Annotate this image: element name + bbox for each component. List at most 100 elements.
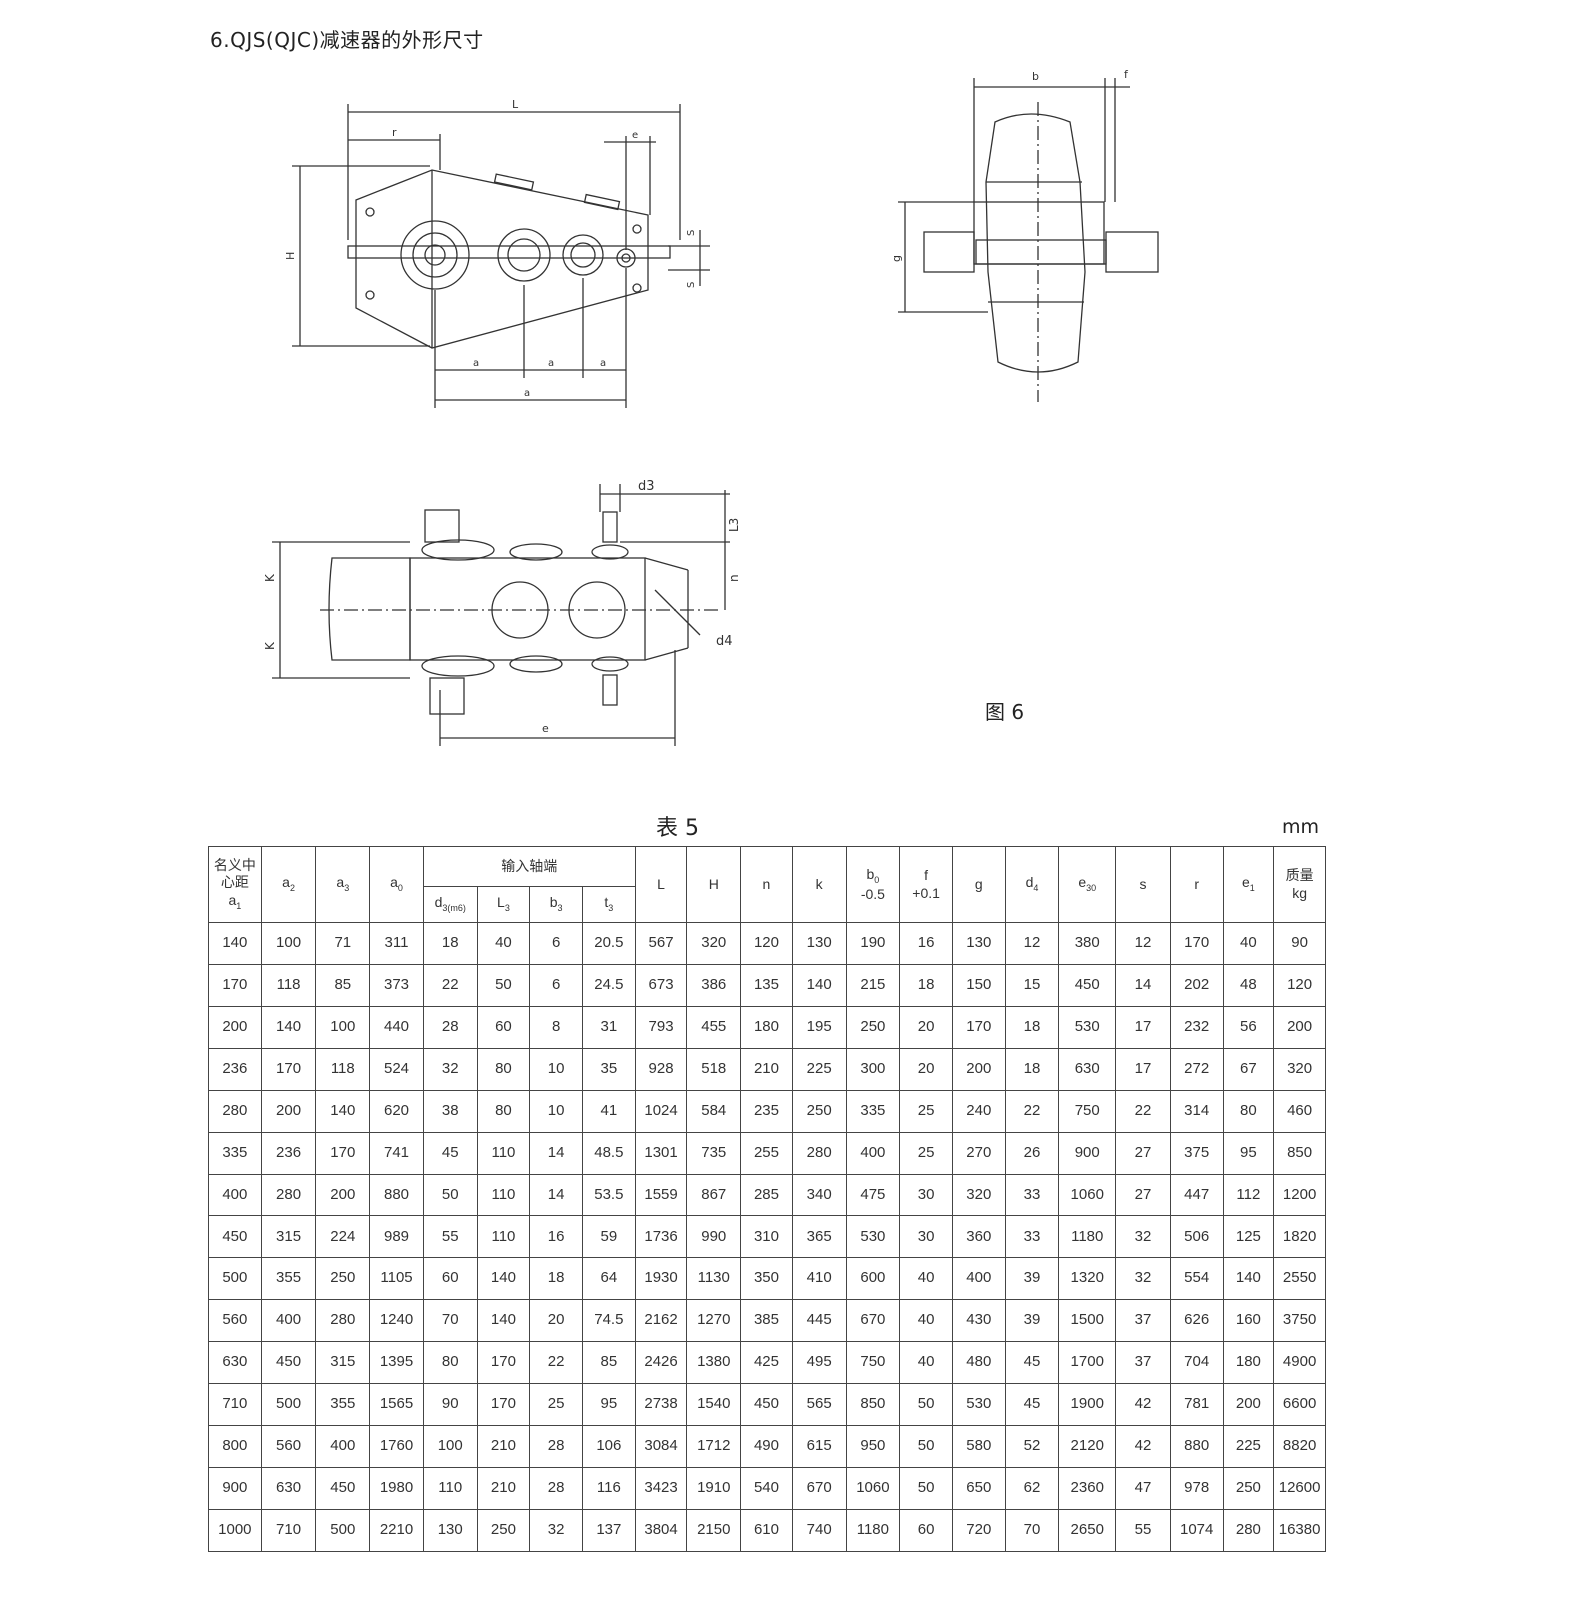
table-cell: 33: [1004, 1173, 1060, 1217]
table-cell: 45: [1004, 1341, 1060, 1385]
table-cell: 100: [422, 1425, 478, 1468]
table-cell: 90: [1273, 922, 1326, 965]
table-cell: 42: [1115, 1383, 1171, 1427]
table-cell: 781: [1169, 1383, 1224, 1427]
table-cell: 30: [899, 1173, 953, 1217]
table-cell: 250: [1222, 1466, 1275, 1510]
header-d: d3(m6): [422, 886, 478, 923]
table-cell: 8: [529, 1005, 583, 1049]
table-cell: 22: [1115, 1089, 1171, 1133]
dim-d3: d3: [638, 479, 655, 494]
header-input-shaft: 输入轴端: [422, 846, 636, 887]
table-cell: 530: [1058, 1005, 1117, 1049]
table-cell: 170: [1169, 922, 1224, 965]
table-cell: 565: [791, 1383, 847, 1427]
table-cell: 850: [845, 1383, 901, 1427]
header-e30: e30: [1058, 846, 1117, 923]
table-cell: 85: [315, 963, 371, 1007]
table-cell: 320: [1273, 1047, 1326, 1091]
table-cell: 25: [529, 1383, 583, 1427]
table-cell: 400: [845, 1131, 901, 1175]
table-cell: 741: [369, 1131, 424, 1175]
table-cell: 140: [476, 1257, 531, 1301]
table-cell: 18: [1004, 1047, 1060, 1091]
table-cell: 50: [899, 1425, 953, 1468]
table-cell: 45: [422, 1131, 478, 1175]
table-cell: 280: [1222, 1508, 1275, 1553]
table-cell: 118: [315, 1047, 371, 1091]
table-cell: 450: [208, 1215, 262, 1259]
dim-L: L: [512, 98, 519, 111]
table-cell: 67: [1222, 1047, 1275, 1091]
table-cell: 20: [529, 1299, 583, 1343]
table-cell: 50: [476, 963, 531, 1007]
table-cell: 28: [529, 1425, 583, 1468]
table-cell: 232: [1169, 1005, 1224, 1049]
table-cell: 14: [1115, 963, 1171, 1007]
table-cell: 360: [951, 1215, 1006, 1259]
table-cell: 200: [260, 1089, 317, 1133]
table-cell: 80: [476, 1089, 531, 1133]
front-view-drawing: L r e H S S a a a a: [280, 90, 720, 420]
table-cell: 120: [740, 922, 793, 965]
table-cell: 32: [529, 1508, 583, 1553]
dim-a2: a: [548, 358, 554, 369]
table-cell: 116: [582, 1466, 636, 1510]
table-cell: 210: [740, 1047, 793, 1091]
table-cell: 1559: [634, 1173, 688, 1217]
table-cell: 750: [845, 1341, 901, 1385]
table-cell: 630: [260, 1466, 317, 1510]
dim-f: f: [1124, 68, 1129, 81]
table-cell: 59: [582, 1215, 636, 1259]
table-cell: 170: [315, 1131, 371, 1175]
dimensions-table: 名义中 心距 a1 a2 a3 a0 输入轴端 L H n k b0 -0.5 …: [208, 846, 1326, 1553]
table-cell: 6: [529, 963, 583, 1007]
table-cell: 600: [845, 1257, 901, 1301]
table-cell: 280: [791, 1131, 847, 1175]
table-cell: 1074: [1169, 1508, 1224, 1553]
table-cell: 16: [899, 922, 953, 965]
table-cell: 1270: [686, 1299, 742, 1343]
table-cell: 867: [686, 1173, 742, 1217]
table-cell: 355: [315, 1383, 371, 1427]
header-a2: a2: [260, 846, 317, 923]
table-cell: 447: [1169, 1173, 1224, 1217]
dim-b0: b: [1032, 70, 1039, 83]
table-cell: 850: [1273, 1131, 1326, 1175]
table-cell: 500: [260, 1383, 317, 1427]
table-cell: 55: [422, 1215, 478, 1259]
table-cell: 190: [845, 922, 901, 965]
table-cell: 455: [686, 1005, 742, 1049]
table-cell: 130: [791, 922, 847, 965]
table-cell: 495: [791, 1341, 847, 1385]
table-cell: 3804: [634, 1508, 688, 1553]
table-cell: 15: [1004, 963, 1060, 1007]
table-cell: 950: [845, 1425, 901, 1468]
table-cell: 32: [1115, 1257, 1171, 1301]
table-cell: 530: [845, 1215, 901, 1259]
table-cell: 1000: [208, 1508, 262, 1553]
header-d4: d4: [1004, 846, 1060, 923]
table-cell: 17: [1115, 1047, 1171, 1091]
table-cell: 1380: [686, 1341, 742, 1385]
table-cell: 8820: [1273, 1425, 1326, 1468]
dim-s-top: S: [686, 230, 697, 236]
table-cell: 2426: [634, 1341, 688, 1385]
table-cell: 74.5: [582, 1299, 636, 1343]
table-cell: 400: [260, 1299, 317, 1343]
table-cell: 355: [260, 1257, 317, 1301]
table-cell: 18: [1004, 1005, 1060, 1049]
table-cell: 50: [422, 1173, 478, 1217]
table-cell: 118: [260, 963, 317, 1007]
table-cell: 225: [791, 1047, 847, 1091]
header-b0: b0 -0.5: [845, 846, 901, 923]
table-cell: 2162: [634, 1299, 688, 1343]
table-cell: 250: [476, 1508, 531, 1553]
header-L: L: [634, 846, 688, 923]
table-cell: 24.5: [582, 963, 636, 1007]
table-cell: 110: [476, 1131, 531, 1175]
